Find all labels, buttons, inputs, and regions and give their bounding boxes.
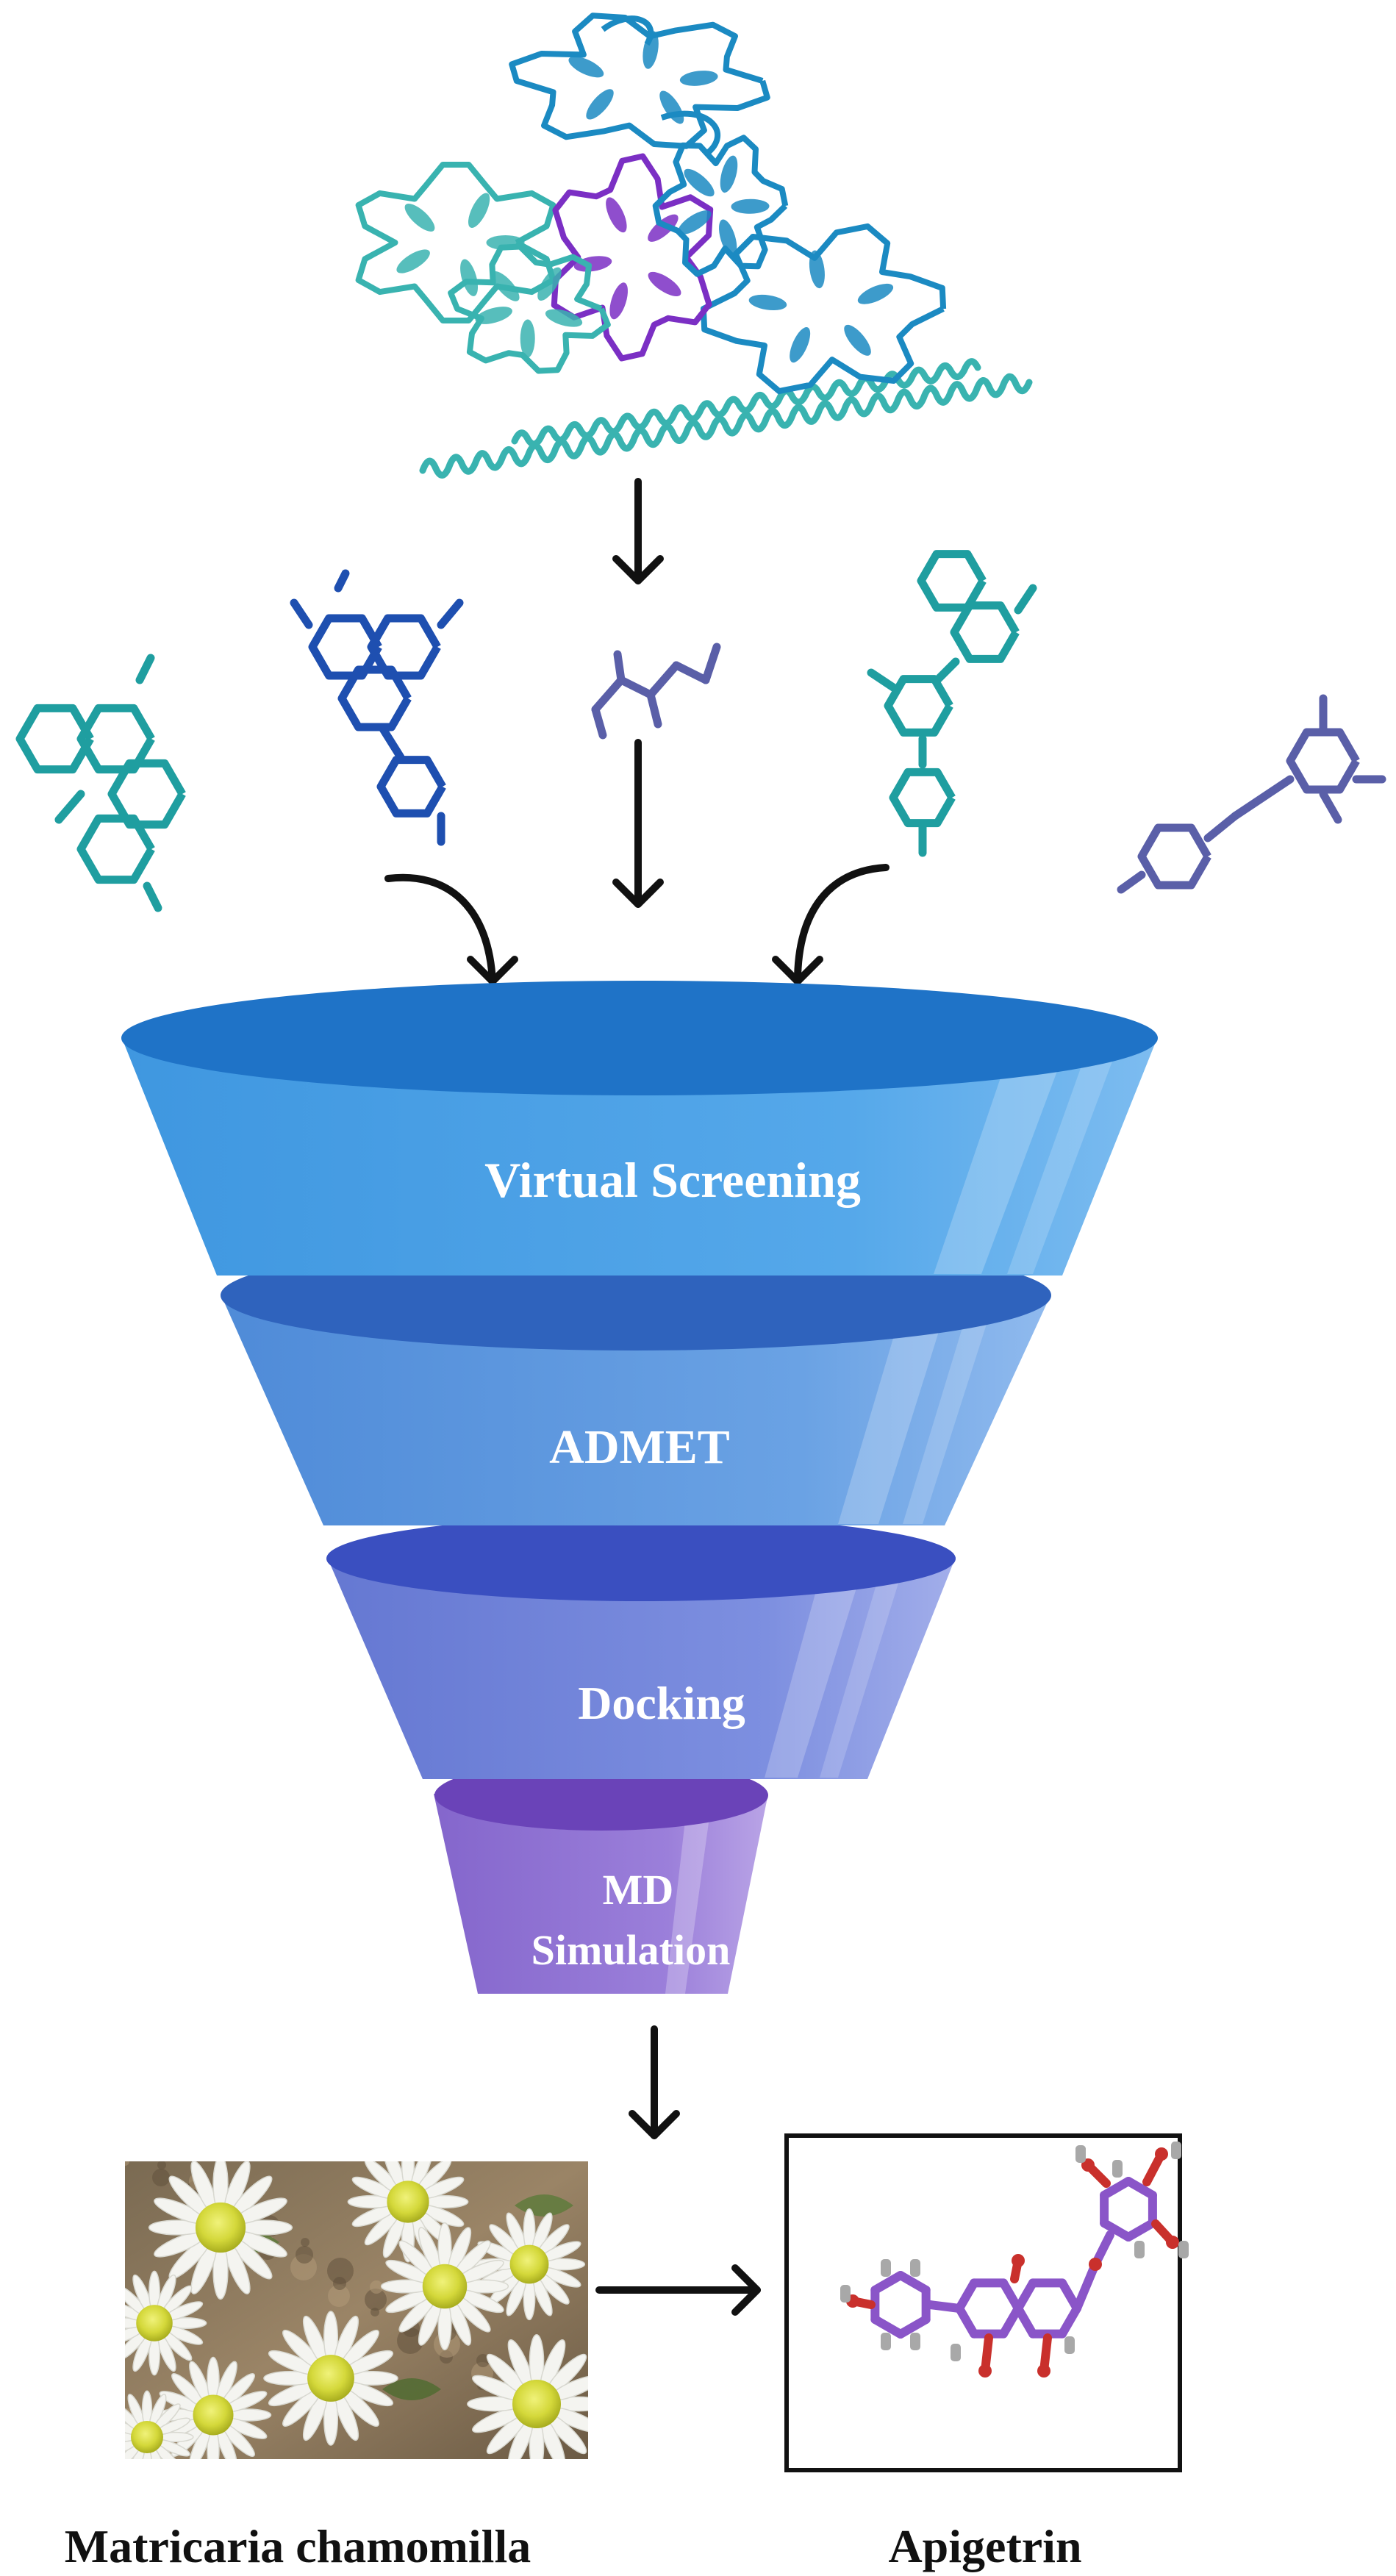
stage-top-ellipse: [326, 1516, 956, 1601]
compound-label: Apigetrin: [888, 2520, 1081, 2572]
curved-arrow-icon: [772, 864, 889, 985]
stage-label: ADMET: [549, 1420, 730, 1474]
chamomile-photo: [125, 2161, 588, 2459]
ligand-molecule-icon: [591, 643, 721, 740]
stage-label: MD: [603, 1866, 674, 1914]
stage-label-line2: Simulation: [531, 1926, 731, 1974]
apigetrin-molecule-icon: [840, 2142, 1189, 2378]
funnel-stage-docking: Docking: [326, 1516, 956, 1779]
down-arrow-icon: [612, 478, 664, 584]
ligand-molecule-icon: [867, 550, 1037, 857]
funnel-stage-md-simulation: MD Simulation: [434, 1760, 768, 1994]
screening-funnel: MD Simulation Docking ADMET Virtual Scre…: [121, 981, 1158, 1994]
stage-label: Virtual Screening: [484, 1152, 861, 1208]
curved-arrow-icon: [384, 873, 518, 985]
funnel-stage-admet: ADMET: [221, 1240, 1051, 1525]
down-arrow-icon: [612, 739, 664, 908]
ligand-molecule-icon: [290, 569, 464, 846]
funnel-stage-virtual-screening: Virtual Screening: [121, 981, 1158, 1276]
protein-structure-icon: [355, 12, 1033, 479]
stage-label: Docking: [578, 1677, 745, 1729]
ligand-molecule-icon: [15, 654, 186, 912]
plant-label: Matricaria chamomilla: [65, 2520, 531, 2572]
apigetrin-structure-box: [784, 2133, 1189, 2472]
right-arrow-icon: [595, 2264, 761, 2316]
input-arrows: [384, 478, 889, 985]
ligand-library: [15, 550, 1386, 912]
ligand-molecule-icon: [1117, 694, 1386, 894]
down-arrow-icon: [629, 2025, 680, 2139]
stage-top-ellipse: [121, 981, 1158, 1095]
